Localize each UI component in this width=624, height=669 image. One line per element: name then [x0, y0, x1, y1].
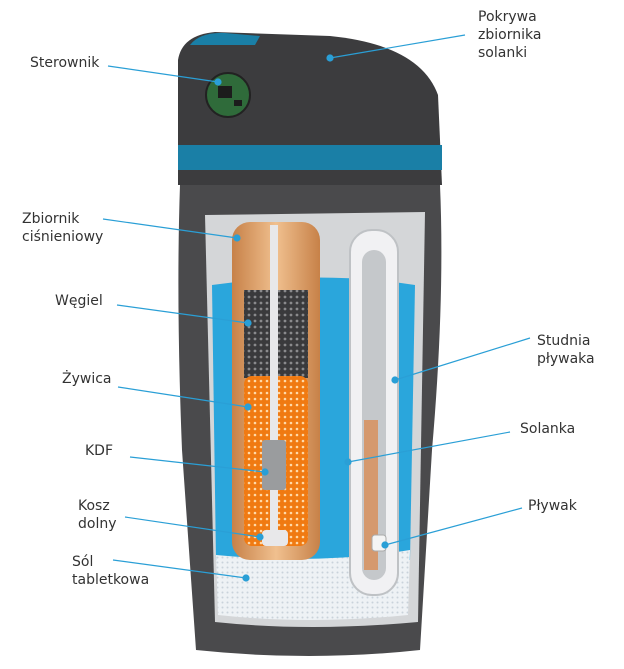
leader-lines	[102, 34, 531, 582]
label-carbon: Węgiel	[55, 293, 103, 309]
label-resin: Żywica	[62, 371, 112, 387]
label-float-well: Studnia pływaka	[537, 333, 595, 367]
label-brine-tank-cover: Pokrywa zbiornika solanki	[478, 9, 542, 61]
cover-top-accent	[190, 32, 260, 45]
label-controller: Sterownik	[30, 55, 100, 71]
label-bottom-basket: Kosz dolny	[78, 498, 117, 532]
label-float: Pływak	[528, 498, 577, 514]
kdf-cylinder	[262, 440, 286, 490]
bottom-basket	[262, 530, 288, 546]
blue-band	[178, 145, 442, 170]
label-pressure-tank: Zbiornik ciśnieniowy	[22, 211, 104, 245]
riser-tube	[270, 225, 278, 535]
label-kdf: KDF	[85, 443, 114, 459]
label-brine: Solanka	[520, 421, 576, 437]
label-tablet-salt: Sól tabletkowa	[72, 554, 150, 588]
